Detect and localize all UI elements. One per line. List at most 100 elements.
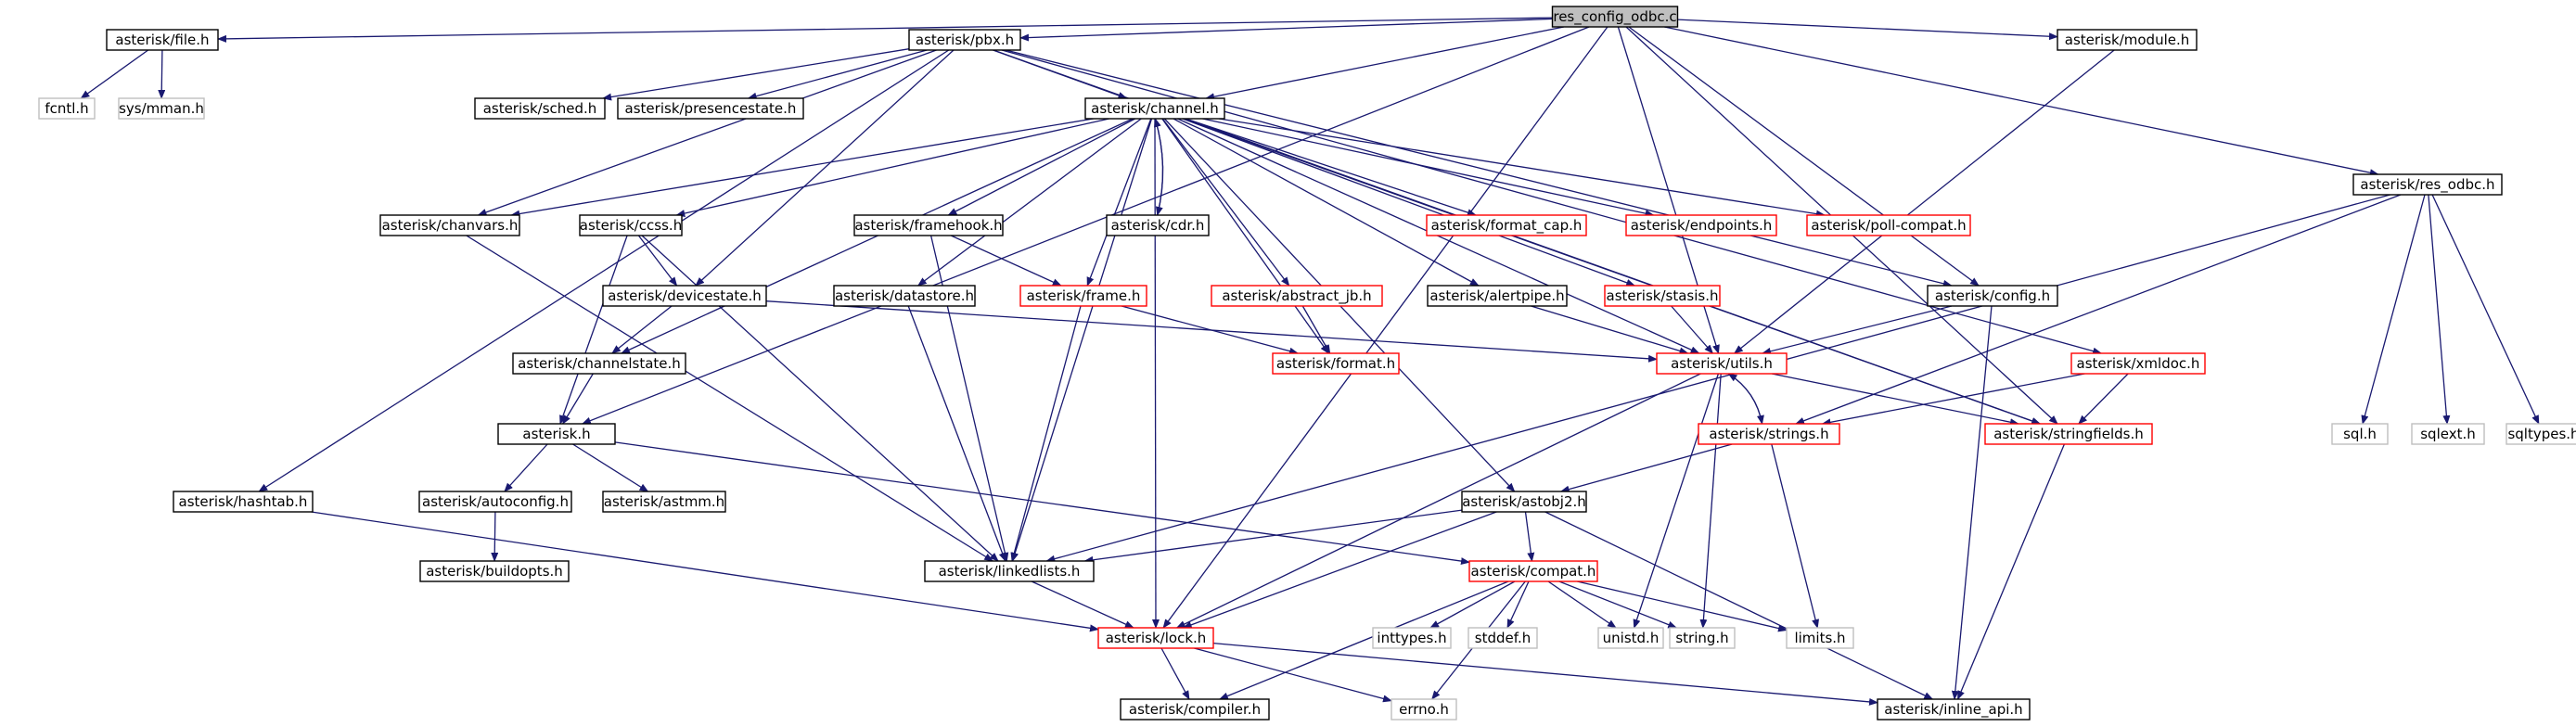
node-framehook[interactable]: asterisk/framehook.h [853, 214, 1004, 236]
edge-channel-to-frame [1086, 118, 1152, 287]
node-module[interactable]: asterisk/module.h [2057, 29, 2198, 51]
edge-framehook-to-frame [950, 235, 1062, 287]
node-label-datastore: asterisk/datastore.h [835, 287, 974, 304]
node-box-fcntl [38, 97, 96, 120]
node-layer: res_config_odbc.c asterisk/file.h asterisk… [38, 6, 2576, 721]
node-stringfields[interactable]: asterisk/stringfields.h [1984, 423, 2153, 445]
node-asterisk[interactable]: asterisk.h [497, 423, 616, 445]
edge-utils-to-string [1699, 373, 1722, 629]
node-config[interactable]: asterisk/config.h [1927, 285, 2058, 307]
node-datastore[interactable]: asterisk/datastore.h [833, 285, 976, 307]
node-label-channelstate: asterisk/channelstate.h [518, 355, 681, 372]
node-devicestate[interactable]: asterisk/devicestate.h [602, 285, 767, 307]
node-label-unistd: unistd.h [1603, 630, 1660, 646]
node-label-sys_mman: sys/mman.h [119, 100, 204, 117]
edge-strings-to-limits [1771, 443, 1819, 629]
node-box-poll_compat [1806, 214, 1971, 236]
node-errno: errno.h [1391, 698, 1457, 721]
node-cdr[interactable]: asterisk/cdr.h [1106, 214, 1210, 236]
node-box-framehook [853, 214, 1004, 236]
edge-strings-to-utils [1727, 373, 1763, 425]
node-label-sqlext: sqlext.h [2420, 426, 2476, 442]
edge-utils-to-stringfields [1771, 373, 2019, 427]
node-format[interactable]: asterisk/format.h [1272, 352, 1400, 375]
node-linkedlists[interactable]: asterisk/linkedlists.h [924, 560, 1095, 582]
edge-asterisk-to-autoconfig [504, 443, 548, 492]
edge-compat-to-inttypes [1429, 580, 1516, 629]
node-utils[interactable]: asterisk/utils.h [1656, 352, 1788, 375]
node-alertpipe[interactable]: asterisk/alertpipe.h [1427, 285, 1568, 307]
node-channelstate[interactable]: asterisk/channelstate.h [512, 352, 686, 375]
node-box-config [1927, 285, 2058, 307]
edge-pbx-to-hashtab [258, 49, 950, 492]
edge-ccss-to-asterisk [559, 235, 628, 425]
node-box-buildopts [419, 560, 570, 582]
node-endpoints[interactable]: asterisk/endpoints.h [1625, 214, 1777, 236]
edge-pbx-to-devicestate [695, 49, 955, 287]
node-astobj2[interactable]: asterisk/astobj2.h [1461, 491, 1587, 513]
edge-lock-to-compiler [1160, 647, 1190, 700]
node-strings[interactable]: asterisk/strings.h [1698, 423, 1840, 445]
node-box-frame [1019, 285, 1147, 307]
edge-ccss-to-linkedlists [641, 235, 999, 562]
node-label-buildopts: asterisk/buildopts.h [426, 563, 563, 580]
node-frame[interactable]: asterisk/frame.h [1019, 285, 1147, 307]
edge-utils-to-lock [1175, 373, 1701, 629]
edge-channel-to-abstract_jb [1161, 118, 1290, 287]
node-label-compiler: asterisk/compiler.h [1129, 701, 1261, 718]
node-buildopts[interactable]: asterisk/buildopts.h [419, 560, 570, 582]
edge-pbx-to-chanvars [477, 49, 937, 216]
node-label-sql: sql.h [2343, 426, 2377, 442]
node-box-sqltypes [2506, 423, 2576, 445]
node-lock[interactable]: asterisk/lock.h [1097, 627, 1214, 649]
node-box-asterisk [497, 423, 616, 445]
node-sched[interactable]: asterisk/sched.h [474, 97, 606, 120]
node-ccss[interactable]: asterisk/ccss.h [579, 214, 683, 236]
node-autoconfig[interactable]: asterisk/autoconfig.h [418, 491, 572, 513]
edge-res_config_odbc-to-lock [1162, 26, 1608, 629]
node-label-utils: asterisk/utils.h [1671, 355, 1773, 372]
node-inline_api[interactable]: asterisk/inline_api.h [1877, 698, 2031, 721]
edge-framehook-to-linkedlists [929, 235, 1009, 562]
node-box-sqlext [2411, 423, 2485, 445]
node-box-datastore [833, 285, 976, 307]
node-box-strings [1698, 423, 1840, 445]
node-res_odbc[interactable]: asterisk/res_odbc.h [2352, 173, 2503, 196]
node-abstract_jb[interactable]: asterisk/abstract_jb.h [1211, 285, 1383, 307]
node-unistd: unistd.h [1597, 627, 1664, 649]
node-compat[interactable]: asterisk/compat.h [1468, 560, 1598, 582]
node-channel[interactable]: asterisk/channel.h [1084, 97, 1225, 120]
node-box-cdr [1106, 214, 1210, 236]
node-file[interactable]: asterisk/file.h [106, 29, 219, 51]
node-sys_mman: sys/mman.h [118, 97, 205, 120]
edge-channel-to-format_cap [1185, 118, 1477, 216]
node-poll_compat[interactable]: asterisk/poll-compat.h [1806, 214, 1971, 236]
edge-datastore-to-linkedlists [907, 305, 1006, 562]
node-box-chanvars [379, 214, 520, 236]
node-pbx[interactable]: asterisk/pbx.h [908, 29, 1021, 51]
edge-asterisk-to-compat [614, 441, 1470, 566]
node-box-res_odbc [2352, 173, 2503, 196]
node-xmldoc[interactable]: asterisk/xmldoc.h [2070, 352, 2206, 375]
node-presencestate[interactable]: asterisk/presencestate.h [617, 97, 804, 120]
edge-utils-to-strings [1728, 373, 1764, 425]
node-fcntl: fcntl.h [38, 97, 96, 120]
node-astmm[interactable]: asterisk/astmm.h [602, 491, 726, 513]
node-box-linkedlists [924, 560, 1095, 582]
edge-config-to-inline_api [1951, 305, 1993, 700]
node-box-alertpipe [1427, 285, 1568, 307]
edge-hashtab-to-lock [311, 511, 1099, 632]
node-stasis[interactable]: asterisk/stasis.h [1604, 285, 1721, 307]
node-chanvars[interactable]: asterisk/chanvars.h [379, 214, 520, 236]
edge-lock-to-errno [1194, 647, 1392, 703]
node-label-astobj2: asterisk/astobj2.h [1462, 493, 1586, 510]
edge-res_config_odbc-to-pbx [1019, 18, 1553, 42]
node-compiler[interactable]: asterisk/compiler.h [1120, 698, 1270, 721]
edge-channel-to-endpoints [1202, 118, 1655, 218]
node-box-presencestate [617, 97, 804, 120]
node-hashtab[interactable]: asterisk/hashtab.h [173, 491, 314, 513]
node-res_config_odbc[interactable]: res_config_odbc.c [1551, 6, 1679, 28]
node-string: string.h [1669, 627, 1736, 649]
node-format_cap[interactable]: asterisk/format_cap.h [1426, 214, 1587, 236]
